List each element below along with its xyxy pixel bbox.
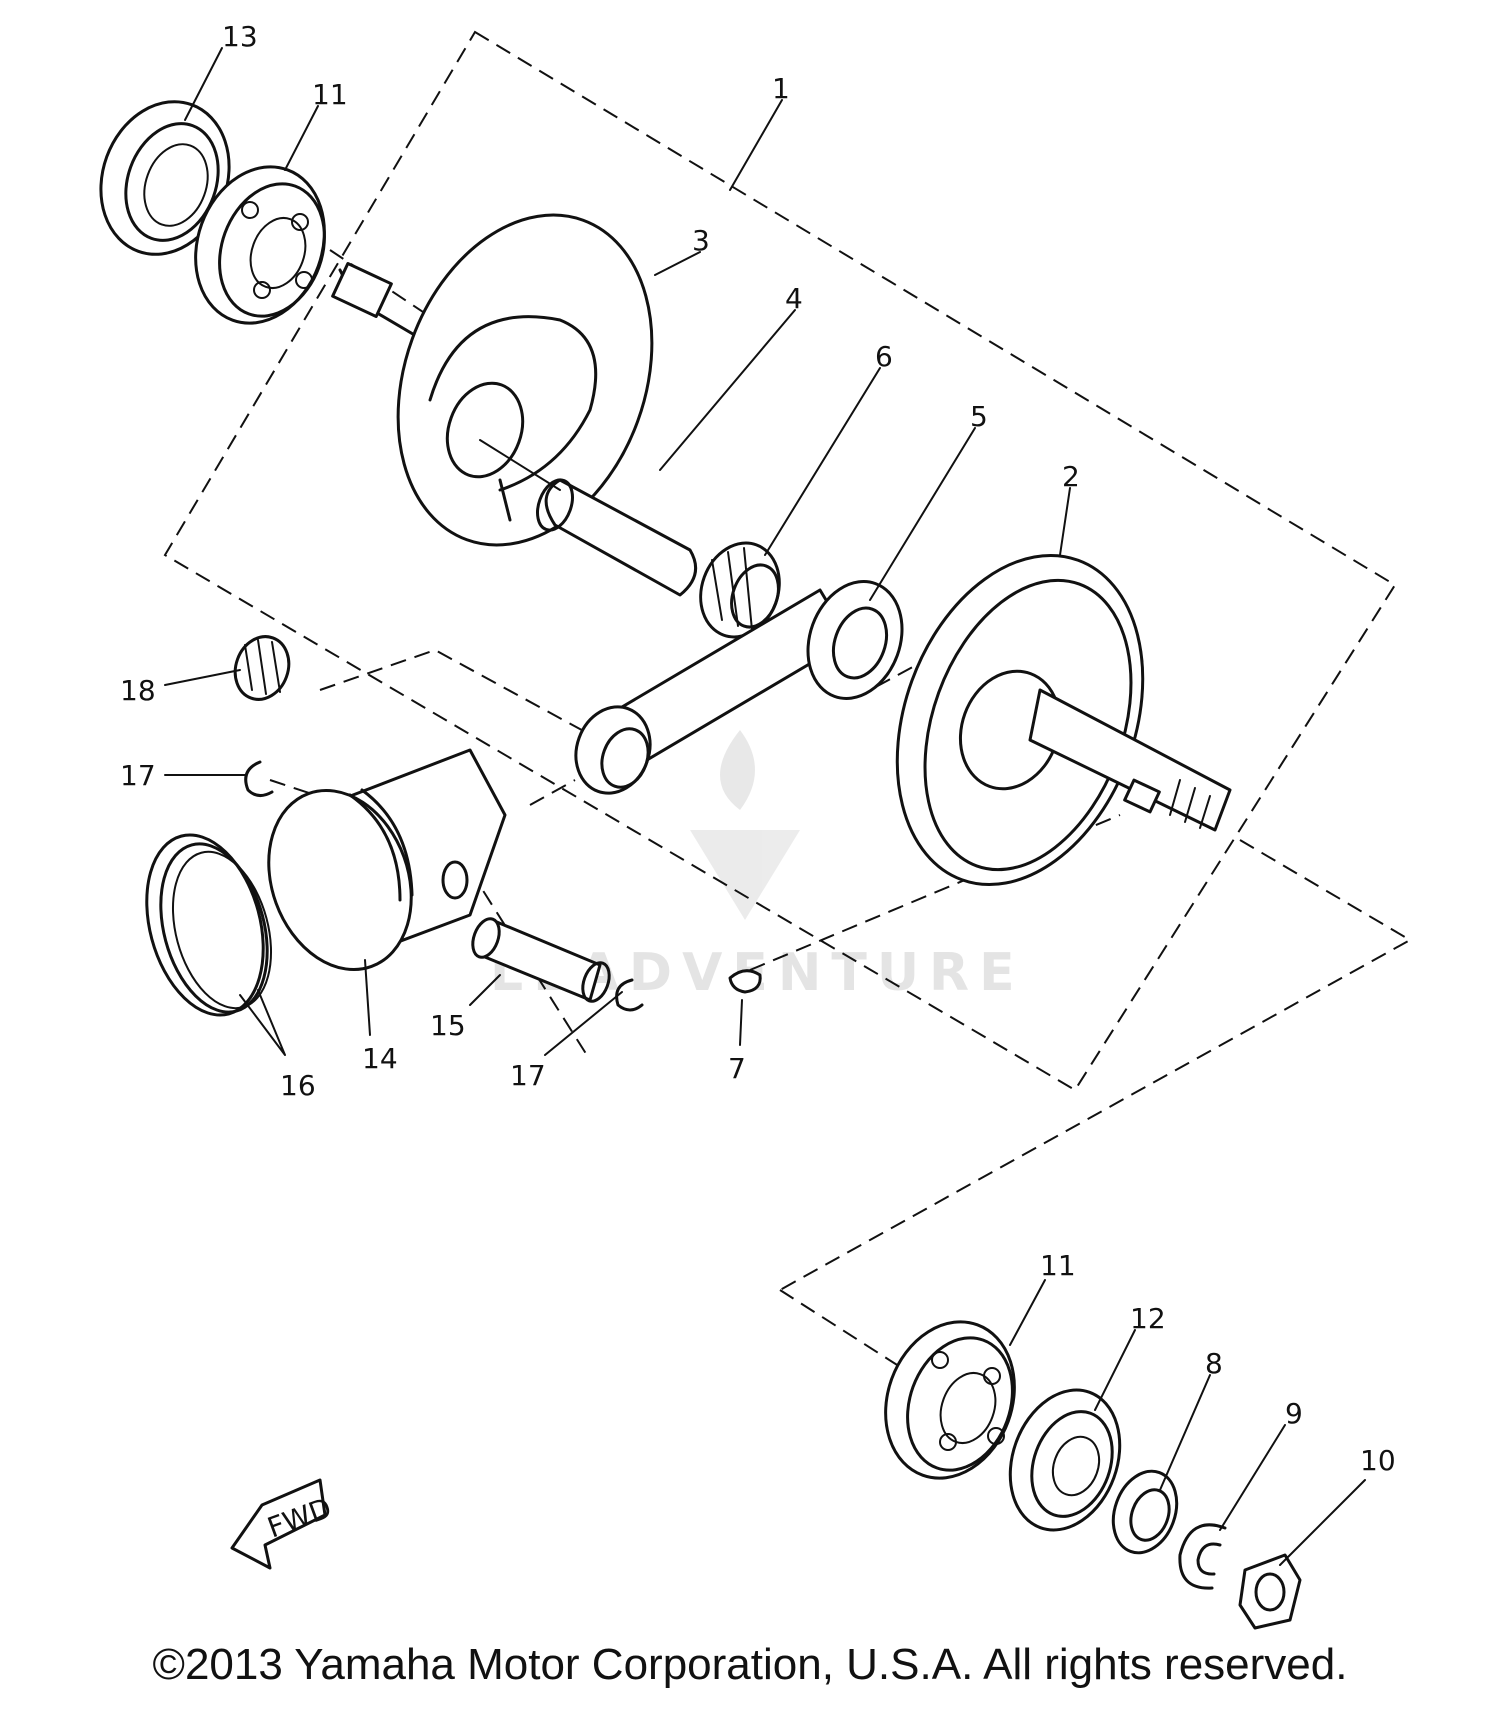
callout-11-lower: 11 [1040,1249,1076,1282]
callout-6: 6 [875,340,893,373]
callout-12: 12 [1130,1302,1166,1335]
callout-14: 14 [362,1042,398,1075]
bearing-11-upper [194,165,326,325]
lock-washer-9 [1178,1523,1227,1590]
crank-web-2 [895,553,1232,887]
callout-16: 16 [280,1069,316,1102]
oil-seal-12 [1008,1388,1122,1532]
callout-11-upper: 11 [312,78,348,111]
fwd-arrow: FWD [230,1478,336,1570]
callout-8: 8 [1205,1347,1223,1380]
callout-1: 1 [772,72,790,105]
crank-pin-4 [479,439,698,597]
callout-17-right: 17 [510,1059,546,1092]
callout-5: 5 [970,400,988,433]
callout-10: 10 [1360,1444,1396,1477]
callout-13: 13 [222,20,258,53]
callout-leaders [164,47,1366,1566]
assembly-outline [163,30,1397,1092]
callout-7: 7 [728,1052,746,1085]
circlip-17-right [615,978,644,1012]
piston-rings-16 [145,833,273,1017]
nut-10 [1238,1553,1302,1630]
crank-web-3 [331,213,654,547]
piston-pin-15 [471,917,611,1003]
callout-15: 15 [430,1009,466,1042]
callout-2: 2 [1062,460,1080,493]
needle-bearing-6 [699,541,781,639]
copyright-notice: ©2013 Yamaha Motor Corporation, U.S.A. A… [152,1640,1348,1689]
callout-18: 18 [120,674,156,707]
connecting-rod-5 [574,580,904,795]
needle-bearing-18 [233,635,291,701]
washer-8 [1111,1469,1179,1555]
piston-14 [267,748,507,972]
circlip-17-left [244,760,274,797]
callout-3: 3 [692,224,710,257]
callout-4: 4 [785,282,803,315]
woodruff-key-7 [728,969,762,994]
bearing-11-lower [884,1320,1016,1480]
callout-numbers: 13 11 1 3 4 6 5 2 18 17 14 15 17 16 7 11… [120,20,1396,1477]
callout-17-left: 17 [120,759,156,792]
callout-9: 9 [1285,1397,1303,1430]
